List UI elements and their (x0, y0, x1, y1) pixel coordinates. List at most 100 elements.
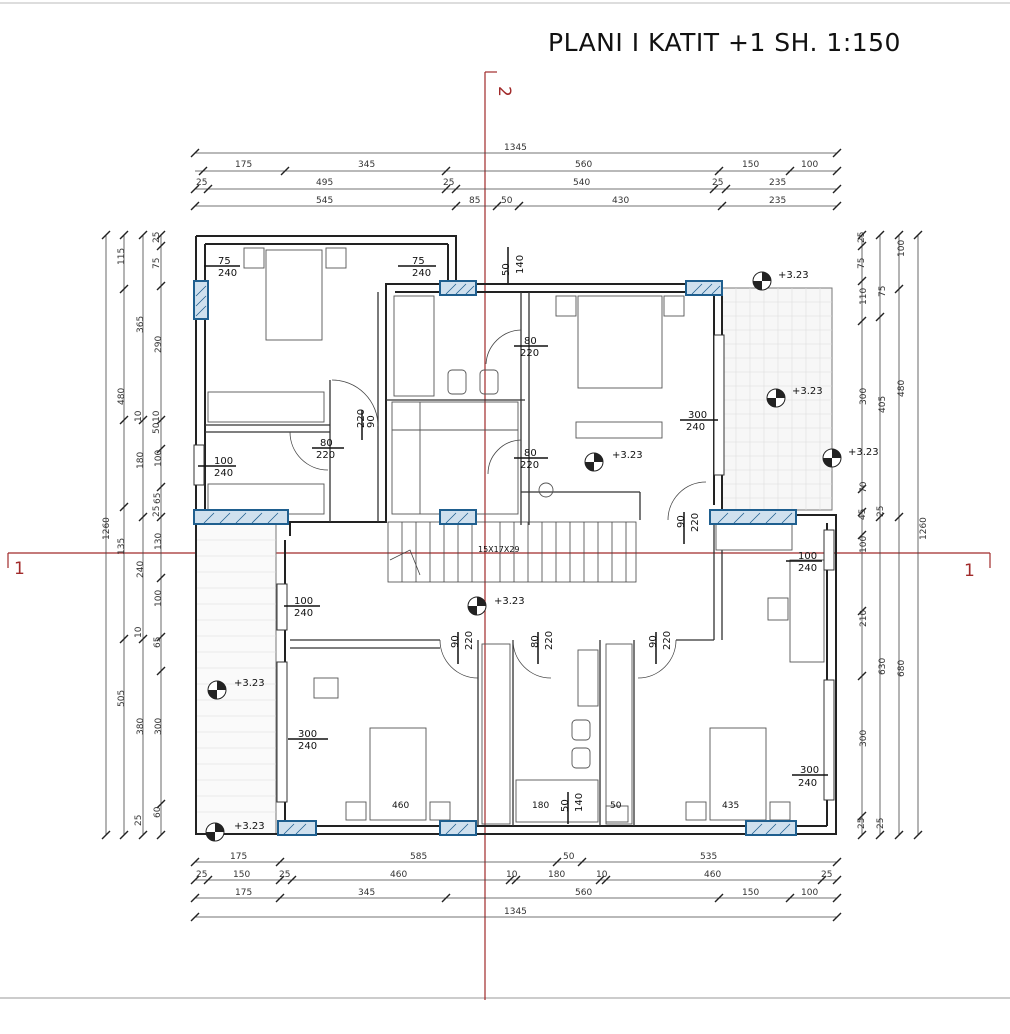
svg-text:+3.23: +3.23 (612, 450, 643, 461)
dim-top-r2: 175 (235, 160, 252, 170)
svg-text:220: 220 (356, 409, 367, 428)
opening-label: 80 220 (514, 448, 548, 471)
svg-text:50: 50 (610, 801, 622, 811)
level-marker-icon: +3.23 (752, 270, 809, 291)
svg-text:90: 90 (648, 635, 659, 648)
dim-top-r2: 560 (575, 160, 592, 170)
dim-bottom-r2: 25 (279, 870, 290, 880)
dim-right-inner: 210 (859, 610, 869, 627)
top-border-remnant (0, 2, 1010, 999)
toilet-icon (447, 369, 467, 395)
dim-left-inner: 65 (153, 637, 163, 648)
window-icon (277, 820, 317, 836)
window-hatching (195, 283, 793, 835)
dimensions-left: 1260 115 365 480 10 180 135 505 25 75 29… (101, 230, 166, 840)
axis-label-1-left: 1 (14, 559, 25, 579)
opening-label: 80 220 (530, 631, 555, 664)
dim-top-r4: 545 (316, 196, 333, 206)
dim-left-inner: 65 (153, 493, 163, 504)
dimensions-right: 1260 100 480 680 25 75 110 300 75 405 70… (857, 230, 929, 840)
svg-text:+3.23: +3.23 (848, 447, 879, 458)
dim-bottom-r3: 560 (575, 888, 592, 898)
bed-icon (369, 727, 427, 821)
svg-text:50: 50 (501, 263, 512, 276)
windows (193, 280, 797, 836)
room-width-labels: 460 180 435 50 (392, 801, 739, 811)
dim-top-r3: 540 (573, 178, 590, 188)
opening-label: 50 140 (501, 247, 526, 283)
window-icon (745, 820, 797, 836)
dim-right-inner: 25 (857, 818, 867, 829)
dim-left-mid: 115 (117, 248, 127, 265)
opening-label: 300 240 (792, 765, 828, 789)
opening-label: 220 90 (356, 409, 377, 440)
svg-text:240: 240 (798, 778, 817, 789)
dim-left-mid: 10 (134, 410, 144, 422)
furniture (207, 247, 825, 825)
opening-label: 100 240 (284, 596, 320, 619)
svg-text:90: 90 (366, 415, 377, 428)
svg-text:240: 240 (798, 563, 817, 574)
bed-icon (709, 727, 767, 821)
dim-left-inner: 50 (152, 422, 162, 434)
opening-label: 300 240 (288, 729, 328, 752)
svg-text:80: 80 (524, 448, 537, 459)
toilet-icon (571, 719, 591, 741)
svg-text:220: 220 (520, 460, 539, 471)
svg-text:240: 240 (298, 741, 317, 752)
svg-text:240: 240 (412, 268, 431, 279)
dim-left-inner: 380 (136, 718, 146, 735)
opening-label: 300 240 (680, 410, 718, 433)
bed-icon (265, 249, 323, 341)
dim-left-mid: 135 (117, 538, 127, 555)
svg-text:+3.23: +3.23 (792, 386, 823, 397)
svg-text:140: 140 (574, 793, 585, 812)
window-icon (709, 509, 797, 525)
dim-top-r4: 50 (501, 196, 513, 206)
dim-left-total: 1260 (102, 517, 112, 540)
dim-top-r4: 85 (469, 196, 480, 206)
svg-text:+3.23: +3.23 (234, 678, 265, 689)
dim-left-inner: 300 (154, 718, 164, 735)
dim-right-inner: 45 (858, 509, 868, 520)
dim-left-mid: 480 (117, 388, 127, 405)
svg-text:90: 90 (676, 515, 687, 528)
dim-left-inner: 25 (152, 232, 162, 243)
svg-text:+3.23: +3.23 (778, 270, 809, 281)
bidet-icon (571, 747, 591, 769)
svg-text:220: 220 (690, 513, 701, 532)
opening-label: 90 220 (450, 631, 475, 664)
svg-text:240: 240 (214, 468, 233, 479)
shower-icon (515, 779, 599, 823)
dim-right-mid: 480 (897, 380, 907, 397)
dim-left-mid: 180 (136, 452, 146, 469)
stairs-label: 15X17X29 (478, 545, 520, 554)
dim-left-inner: 75 (152, 258, 162, 269)
round-table-icon (538, 482, 554, 498)
svg-text:300: 300 (800, 765, 819, 776)
dim-top-total: 1345 (504, 143, 527, 153)
opening-label: 100 240 (786, 551, 822, 574)
svg-text:90: 90 (450, 635, 461, 648)
svg-text:220: 220 (544, 631, 555, 650)
opening-label: 90 220 (648, 631, 673, 664)
dim-bottom-r1: 50 (563, 852, 575, 862)
dim-bottom-r3: 150 (742, 888, 759, 898)
opening-labels: 75 240 75 240 50 140 80 220 220 90 80 22… (198, 247, 828, 824)
svg-text:80: 80 (530, 635, 541, 648)
dim-right-inner: 110 (859, 288, 869, 305)
staircase (387, 521, 637, 583)
opening-label: 90 220 (676, 512, 701, 544)
dim-right-mid: 100 (897, 240, 907, 257)
dim-right-inner: 70 (859, 481, 869, 493)
window-icon (439, 280, 477, 296)
dim-top-r2: 345 (358, 160, 375, 170)
dim-bottom-r1: 175 (230, 852, 247, 862)
bidet-icon (479, 369, 499, 395)
dimensions-top: 1345 175 345 560 150 100 25 495 25 540 2… (190, 143, 842, 211)
level-marker-icon: +3.23 (467, 596, 525, 616)
level-marker-icon: +3.23 (205, 821, 265, 842)
dim-top-r2: 150 (742, 160, 759, 170)
dimensions-bottom: 175 585 50 535 25 150 25 460 10 180 10 4… (190, 852, 842, 922)
dim-left-mid: 505 (117, 690, 127, 707)
